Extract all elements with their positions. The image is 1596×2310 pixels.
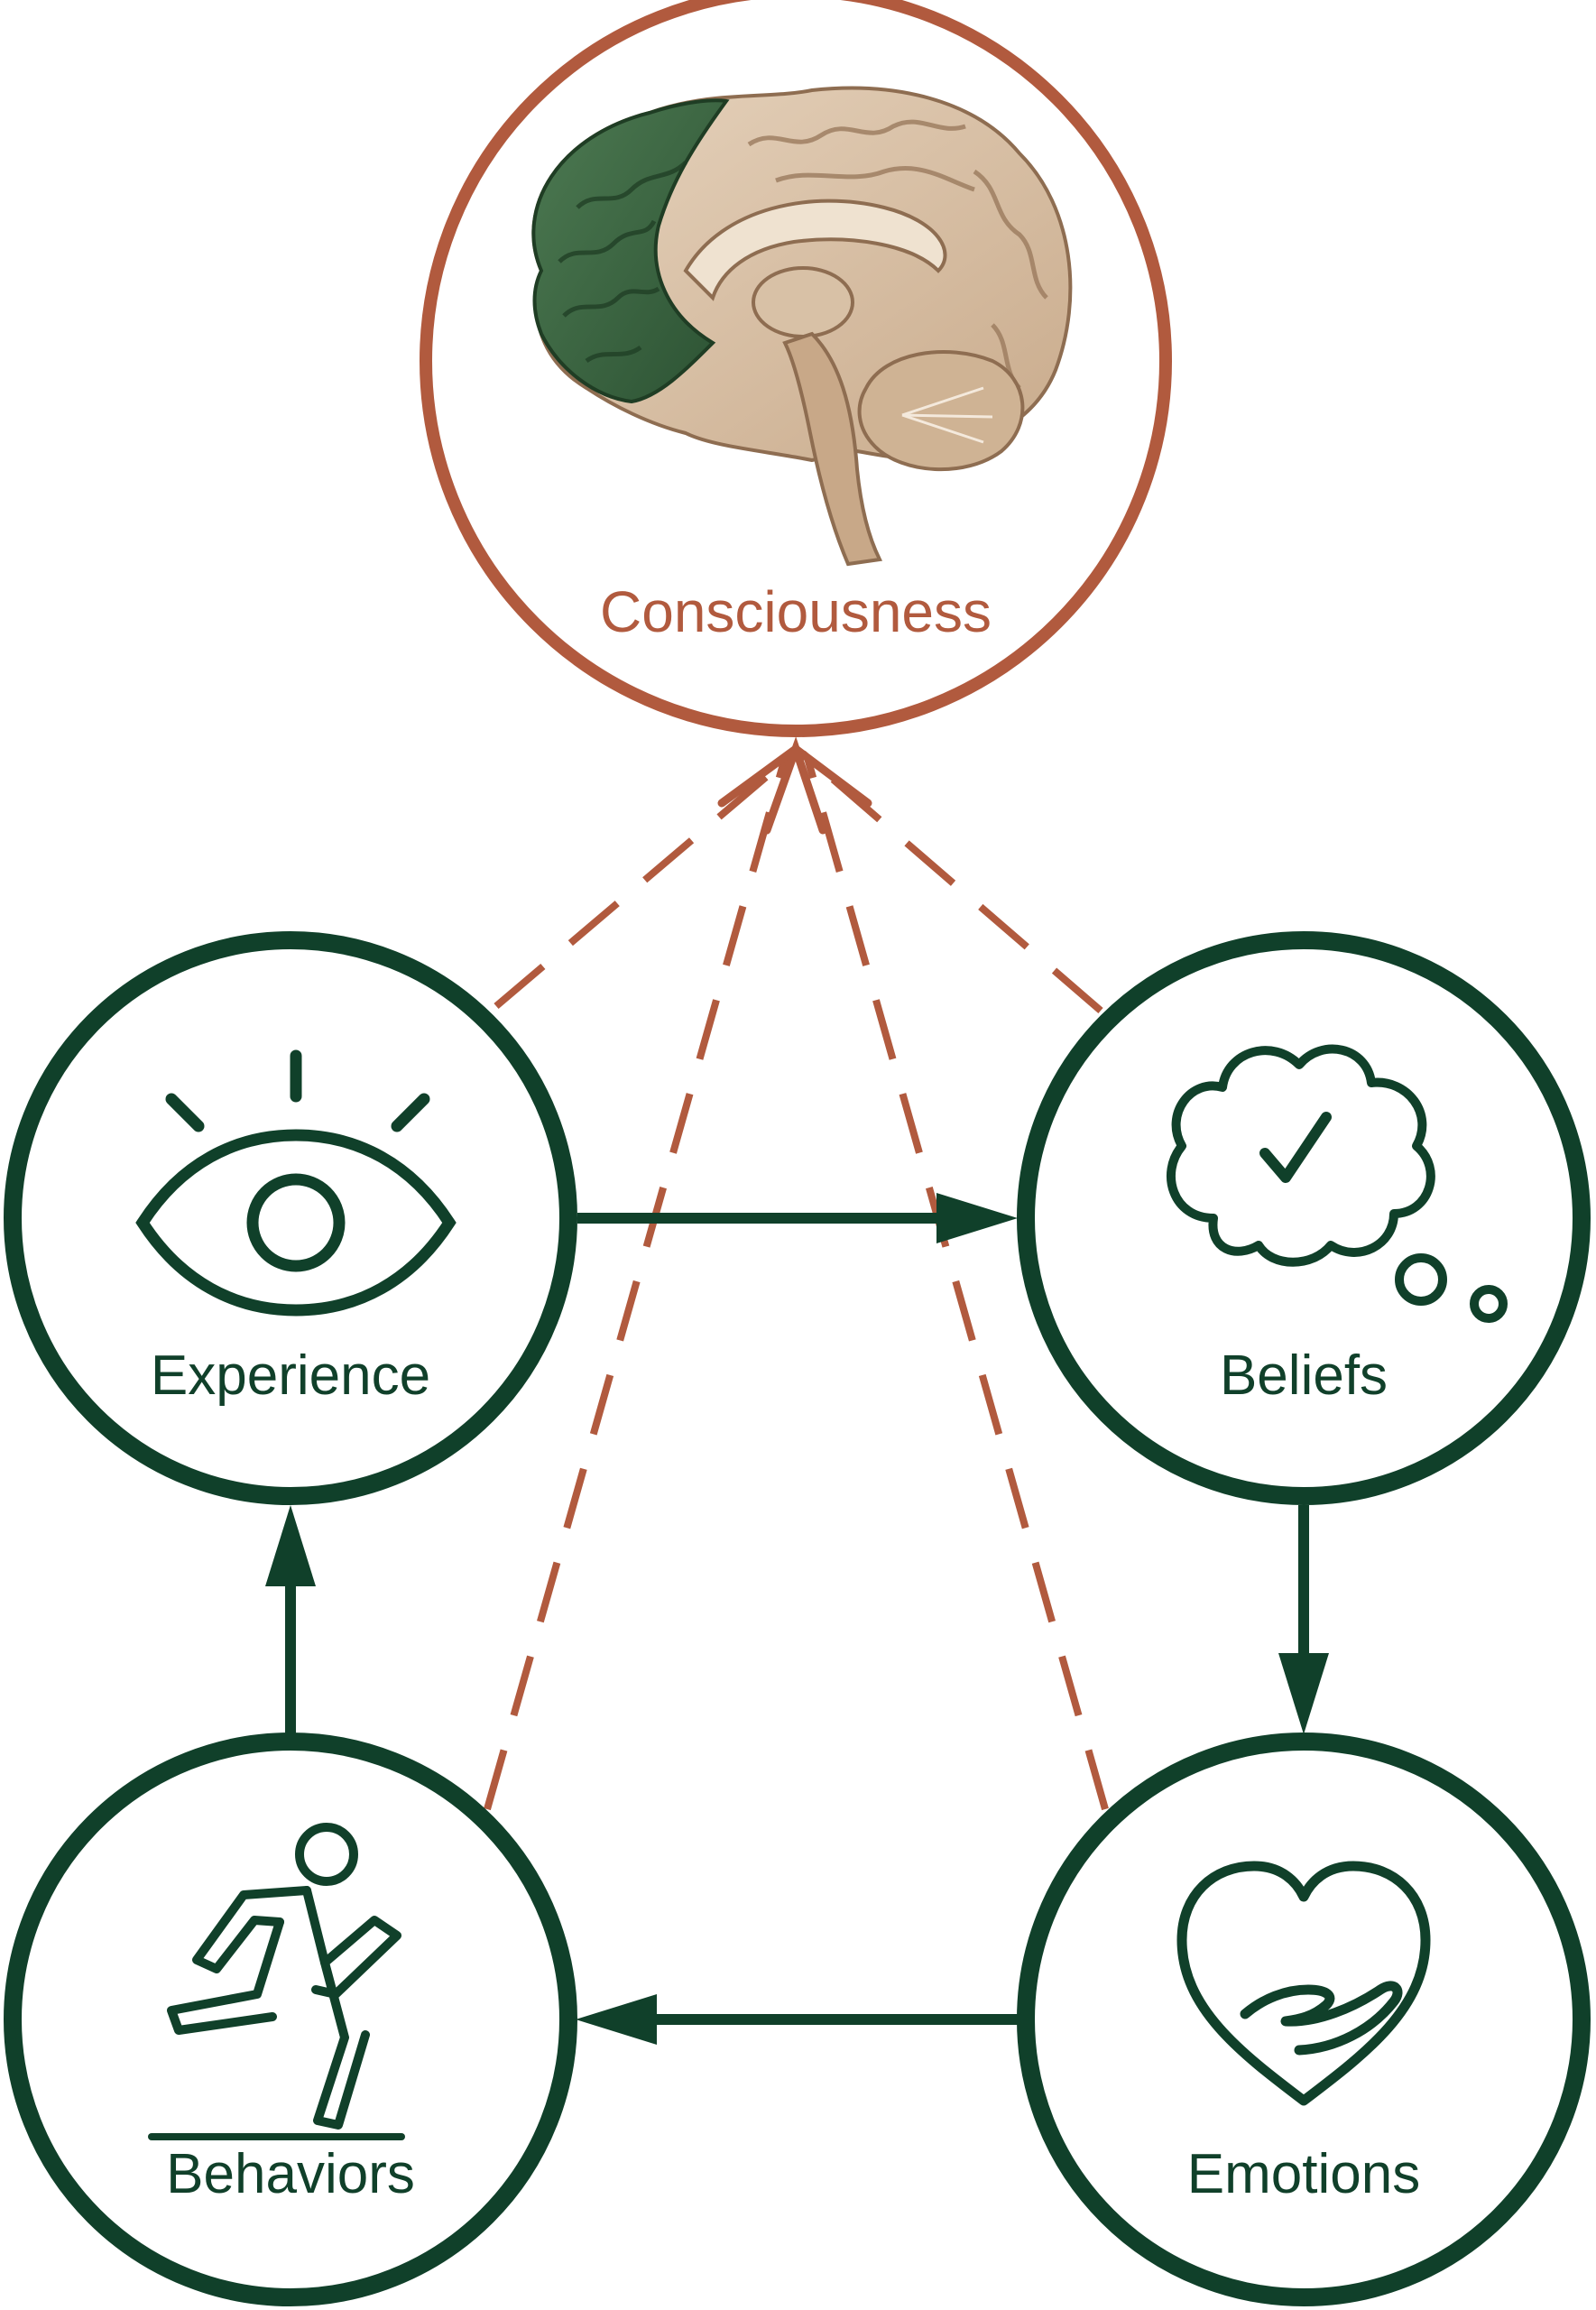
- consciousness-node: Consciousness: [420, 0, 1172, 737]
- thought-cloud-check-icon: [1166, 1044, 1508, 1323]
- behaviors-node: Behaviors: [4, 1732, 577, 2306]
- heart-hand-icon: [1176, 1861, 1431, 2106]
- consciousness-arrowhead: [717, 736, 872, 835]
- emotions-node: Emotions: [1017, 1732, 1591, 2306]
- behaviors-label: Behaviors: [166, 2143, 415, 2205]
- dashed-connector-experience: [494, 750, 797, 1010]
- beliefs-label: Beliefs: [1220, 1344, 1388, 1407]
- experience-label: Experience: [151, 1344, 430, 1407]
- arrowhead-behaviors: [576, 1994, 657, 2045]
- consciousness-label: Consciousness: [600, 579, 992, 644]
- dashed-connectors: [484, 750, 1109, 1811]
- brain-icon: [531, 86, 1073, 567]
- dashed-connector-emotions: [804, 756, 1109, 1811]
- beliefs-node: Beliefs: [1017, 931, 1591, 1505]
- arrowhead-experience: [265, 1505, 316, 1586]
- running-person-icon: [148, 1823, 405, 2140]
- cycle-arrows: [265, 1193, 1329, 2045]
- arrowhead-emotions: [1278, 1653, 1329, 1734]
- arrowhead-beliefs: [936, 1193, 1018, 1243]
- emotions-label: Emotions: [1187, 2143, 1420, 2205]
- eye-icon: [135, 1049, 457, 1317]
- experience-node: Experience: [4, 931, 577, 1505]
- dashed-connector-behaviors: [484, 756, 789, 1811]
